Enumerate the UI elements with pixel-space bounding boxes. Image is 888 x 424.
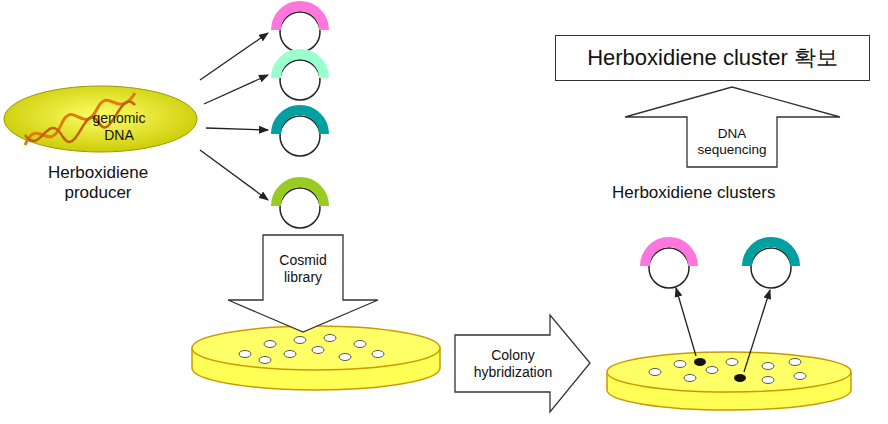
- up-block-arrow: DNA sequencing: [625, 87, 840, 167]
- arrow-label: Cosmid library: [265, 252, 341, 286]
- cosmids: [276, 6, 324, 228]
- arrow-label: Colony hybridization: [457, 347, 569, 381]
- arrow-label-box: Colony hybridization: [457, 337, 569, 390]
- arrow-label: DNA sequencing: [689, 126, 775, 158]
- dna-label: genomic DNA: [83, 110, 155, 144]
- dna-label-box: genomic DNA: [83, 105, 155, 149]
- right-block-arrow: Colony hybridization: [455, 315, 590, 412]
- result-title: Herboxidiene cluster 확보: [587, 45, 838, 71]
- petri-plate: [607, 352, 851, 410]
- down-block-arrow: Cosmid library: [228, 235, 378, 332]
- arrow-label-box: Cosmid library: [265, 241, 341, 297]
- producer-ellipse: genomic DNAHerboxidiene producer: [3, 85, 198, 153]
- petri-plate: [192, 326, 440, 390]
- result-box: Herboxidiene cluster 확보: [555, 35, 870, 81]
- cluster-cosmids: [645, 242, 795, 288]
- result-title-box: Herboxidiene cluster 확보: [559, 37, 866, 79]
- producer-label: Herboxidiene producer: [23, 163, 173, 204]
- pick-arrows: [676, 288, 770, 372]
- producer-label-box: Herboxidiene producer: [23, 159, 173, 207]
- clusters-label: Herboxidiene clusters: [612, 183, 775, 203]
- pointer-arrows: [200, 33, 268, 200]
- arrow-label-box: DNA sequencing: [689, 119, 775, 165]
